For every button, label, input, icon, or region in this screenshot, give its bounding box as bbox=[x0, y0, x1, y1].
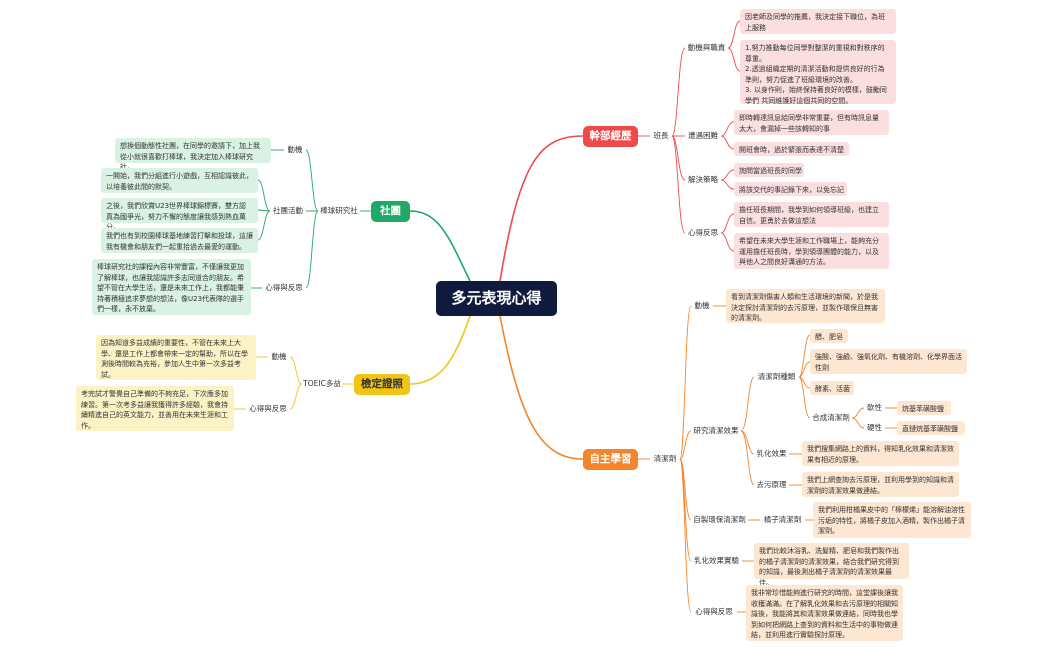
toeic-label[interactable]: TOEIC多益 bbox=[303, 379, 341, 388]
club-activity-note: 我們也有到校園棒球基地練習打擊和投球，這讓我有機會和朋友們一起重拾過去最愛的運動… bbox=[101, 228, 258, 253]
cadre-class-leader[interactable]: 班長 bbox=[653, 131, 669, 140]
study-research-label[interactable]: 研究清潔效果 bbox=[693, 426, 739, 435]
cadre-solution-note: 詢問當過班長的同學 bbox=[734, 163, 804, 177]
club-motivation-note: 想換個動態性社團，在同學的邀請下，加上我從小就很喜歡打棒球，我決定加入棒球研究社… bbox=[115, 138, 271, 171]
experiment-note: 我們比較沐浴乳、洗髮精、肥皂和我們製作出的橘子清潔劑的清潔效果，結合我們研究得到… bbox=[754, 543, 909, 587]
hard-type-note: 直鏈烷基苯磺酸鹽 bbox=[897, 421, 965, 435]
diy-detergent-label[interactable]: 自製環保清潔劑 bbox=[693, 515, 746, 524]
central-topic[interactable]: 多元表現心得 bbox=[436, 281, 557, 316]
detergent-type-item: 醋、肥皂 bbox=[810, 329, 848, 343]
branch-club[interactable]: 社團 bbox=[371, 201, 410, 222]
emulsify-note: 我們搜集網路上的資料，得知乳化效果和清潔效果有相近的原理。 bbox=[802, 441, 959, 466]
study-reflection-label[interactable]: 心得與反思 bbox=[695, 607, 733, 616]
club-activities-label[interactable]: 社團活動 bbox=[273, 206, 303, 215]
cadre-difficulty-label[interactable]: 遭遇困難 bbox=[688, 131, 718, 140]
experiment-label[interactable]: 乳化效果實驗 bbox=[694, 556, 739, 565]
orange-detergent-note: 我們利用柑橘果皮中的「檸檬烯」能溶解油溶性污垢的特性，將橘子皮加入酒精，製作出橘… bbox=[813, 502, 971, 538]
branch-self-study[interactable]: 自主學習 bbox=[583, 449, 638, 470]
club-reflection-note: 棒球研究社的課程內容非常豐富，不僅讓我更加了解棒球，也讓我認識許多志同道合的朋友… bbox=[92, 259, 251, 315]
club-baseball-label[interactable]: 棒球研究社 bbox=[320, 206, 358, 215]
cert-reflection-note: 考完試才警覺自己準備的不夠充足，下次應多加練習。第一次考多益讓我獲得許多經驗，我… bbox=[76, 386, 234, 431]
synthetic-detergent-label[interactable]: 合成清潔劑 bbox=[812, 413, 850, 422]
cert-reflection-label[interactable]: 心得與反思 bbox=[249, 404, 287, 413]
study-motivation-label[interactable]: 動機 bbox=[694, 301, 710, 310]
club-reflection-label[interactable]: 心得與反思 bbox=[265, 283, 303, 292]
cadre-motivation-note: 因老師及同學的推薦，我決定接下職位，為班上服務 bbox=[740, 9, 896, 34]
cadre-solution-label[interactable]: 解決策略 bbox=[688, 175, 718, 184]
branch-certification[interactable]: 檢定證照 bbox=[354, 374, 410, 395]
principle-label[interactable]: 去污原理 bbox=[756, 480, 787, 489]
cadre-reflection-note: 擔任班長期間，我學到如何領導班級，也建立自信。更勇於去做這想法 bbox=[734, 202, 889, 227]
detergent-type-item: 強酸、強鹼、強氧化劑、有機溶劑、化學界面活性劑 bbox=[810, 349, 967, 374]
orange-detergent-label[interactable]: 橘子清潔劑 bbox=[763, 515, 802, 524]
cadre-reflection-note: 希望在未來大學生涯和工作職場上，能夠充分運用擔任班長時，學到領導團體的能力，以及… bbox=[734, 233, 889, 269]
club-motivation-label[interactable]: 動機 bbox=[287, 145, 303, 154]
principle-note: 我們上網查詢去污原理，並利用學到的知識和清潔劑的清潔效果做連結。 bbox=[802, 472, 959, 497]
cadre-difficulty-note: 即時轉達訊息給同學非常重要，但有時訊息量太大，會漏掉一些該轉知的事 bbox=[734, 110, 889, 135]
cert-motivation-label[interactable]: 動機 bbox=[271, 352, 287, 361]
study-detergent[interactable]: 清潔劑 bbox=[653, 454, 677, 463]
study-reflection-note: 我非常珍惜能夠進行研究的時間，這堂課後讓我收穫滿滿。在了解乳化效果和去污原理的相… bbox=[746, 585, 903, 641]
club-activity-note: 之後，我們欣賞U23世界棒球錦標賽，雙方認真為國爭光，努力不懈的態度讓我感到熱血… bbox=[101, 198, 258, 231]
cadre-motivation-label[interactable]: 動機與職責 bbox=[687, 43, 726, 52]
detergent-type-item: 酵素、活菌 bbox=[810, 381, 854, 395]
soft-type-note: 烷基苯磺酸鹽 bbox=[897, 401, 951, 415]
study-motivation-note: 看到清潔劑傷害人類和生活環境的新聞，於是我決定探討清潔劑的去污原理，並製作環保且… bbox=[726, 289, 885, 323]
hard-type-label[interactable]: 硬性 bbox=[867, 423, 882, 432]
cert-motivation-note: 因為知道多益成績的重要性，不管在未來上大學、還是工作上都會帶來一定的幫助，所以在… bbox=[96, 335, 256, 380]
cadre-duties-note: 1.努力推動每位同學對整潔的重視和對秩序的尊重。 2.透過組織定期的清潔活動和提… bbox=[740, 40, 896, 105]
soft-type-label[interactable]: 軟性 bbox=[867, 403, 882, 412]
emulsify-label[interactable]: 乳化效果 bbox=[756, 449, 787, 458]
detergent-types-label[interactable]: 清潔劑種類 bbox=[757, 372, 796, 381]
branch-cadre[interactable]: 幹部經歷 bbox=[583, 126, 638, 147]
cadre-reflection-label[interactable]: 心得反思 bbox=[688, 228, 718, 237]
cadre-solution-note: 將該交代的事記錄下來，以免忘記 bbox=[734, 182, 847, 196]
club-activity-note: 一開始，我們分組進行小遊戲，互相認識彼此，以培養彼此間的默契。 bbox=[101, 168, 258, 193]
cadre-difficulty-note: 開班會時，過於緊張而表達不清楚 bbox=[734, 142, 849, 156]
